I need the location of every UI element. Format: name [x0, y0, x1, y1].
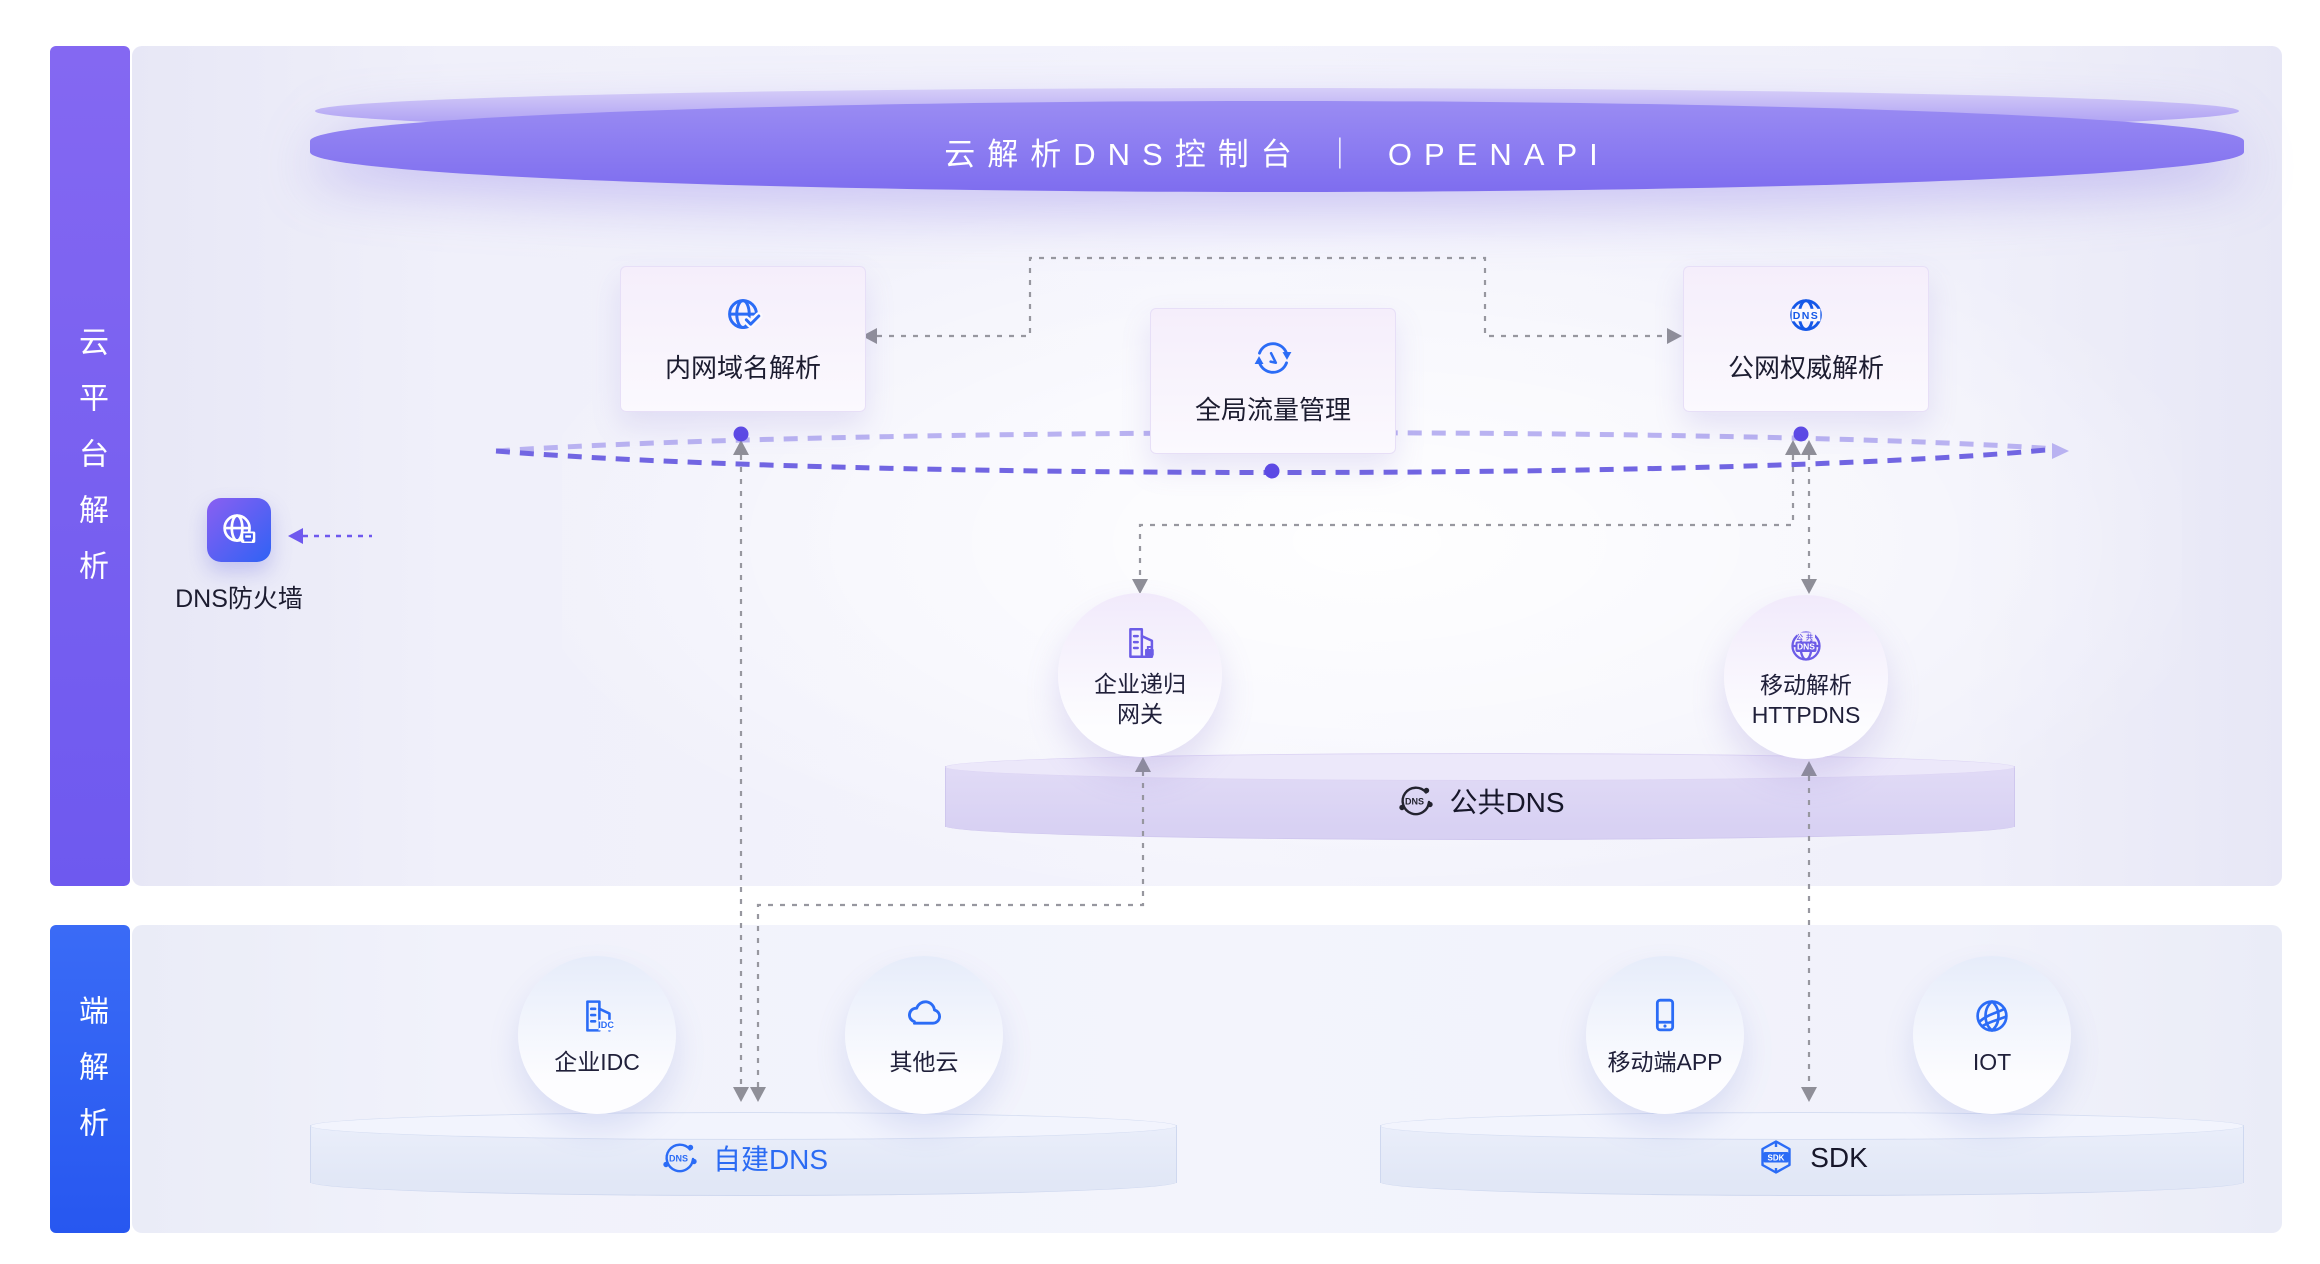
- iot-globe-icon: [1976, 1000, 2008, 1032]
- svg-text:DNS: DNS: [1793, 310, 1820, 322]
- svg-text:DNS: DNS: [1797, 642, 1815, 652]
- enterprise-idc-circle: IDC 企业IDC: [518, 956, 676, 1114]
- sidebar-edge-resolution: 端解析: [50, 925, 130, 1233]
- iot-circle: IOT: [1913, 956, 2071, 1114]
- self-dns-bar-label: 自建DNS: [712, 1144, 829, 1175]
- dns-ring-blue-icon: DNS: [663, 1143, 697, 1173]
- mobile-app-label: 移动端APP: [1607, 1049, 1723, 1075]
- sdk-bar-label-group: SDK SDK: [1380, 1112, 2244, 1196]
- mobile-app-circle: 移动端APP: [1586, 956, 1744, 1114]
- sdk-bar: SDK SDK: [1380, 1112, 2244, 1196]
- httpdns-label-line2: HTTPDNS: [1751, 702, 1861, 728]
- recursive-gateway-label-line2: 网关: [1117, 701, 1163, 727]
- dns-firewall-label: DNS防火墙: [175, 585, 303, 613]
- public-dns-bar-label-group: DNS 公共DNS: [945, 753, 2015, 840]
- httpdns-circle: 公共 DNS 移动解析 HTTPDNS: [1724, 595, 1888, 759]
- internal-dns-box-label: 内网域名解析: [664, 353, 821, 383]
- traffic-cycle-icon: [1254, 342, 1292, 374]
- banner-body: [310, 101, 2244, 192]
- recursive-gateway-label-line1: 企业递归: [1094, 671, 1186, 697]
- dns-firewall-icon: [207, 498, 271, 562]
- self-built-dns-bar: DNS 自建DNS: [310, 1112, 1177, 1196]
- sidebar-cloud-platform-label: 云平台解析: [74, 326, 107, 606]
- public-dns-box: DNS 公网权威解析: [1683, 266, 1929, 412]
- dns-ring-icon: DNS: [1399, 786, 1434, 815]
- svg-text:DNS: DNS: [1405, 796, 1424, 806]
- idc-building-icon: IDC: [586, 1000, 614, 1032]
- sdk-hexagon-icon: SDK: [1761, 1140, 1791, 1174]
- public-dns-bar-label: 公共DNS: [1449, 786, 1565, 818]
- sidebar-edge-label: 端解析: [74, 995, 107, 1163]
- other-cloud-circle: 其他云: [845, 956, 1003, 1114]
- console-banner: 云解析DNS控制台 ｜ OPENAPI: [310, 88, 2244, 192]
- public-dns-bar: DNS 公共DNS: [945, 753, 2015, 840]
- public-dns-globe-icon: 公共 DNS: [1791, 631, 1821, 661]
- public-dns-box-label: 公网权威解析: [1727, 353, 1884, 383]
- other-cloud-label: 其他云: [889, 1049, 959, 1075]
- sdk-bar-top: [1380, 1112, 2244, 1140]
- globe-dns-icon: DNS: [1790, 299, 1822, 331]
- banner-title: 云解析DNS控制台 ｜ OPENAPI: [944, 136, 1610, 172]
- internal-dns-box: 内网域名解析: [620, 266, 866, 412]
- svg-text:DNS: DNS: [669, 1154, 688, 1164]
- iot-label: IOT: [1972, 1049, 2012, 1075]
- svg-text:IDC: IDC: [598, 1020, 614, 1030]
- enterprise-idc-label: 企业IDC: [554, 1049, 640, 1075]
- self-dns-bar-top: [310, 1112, 1177, 1140]
- firewall-globe-icon: [223, 514, 256, 543]
- cloud-icon: [908, 1000, 941, 1025]
- enterprise-building-icon: [1129, 628, 1154, 658]
- gtm-box-label: 全局流量管理: [1194, 395, 1351, 425]
- self-dns-bar-label-group: DNS 自建DNS: [310, 1112, 1177, 1196]
- svg-text:SDK: SDK: [1768, 1153, 1785, 1162]
- sidebar-cloud-platform-resolution: 云平台解析: [50, 46, 130, 886]
- svg-text:公共: 公共: [1796, 633, 1816, 642]
- httpdns-label-line1: 移动解析: [1760, 672, 1852, 698]
- recursive-gateway-circle: 企业递归 网关: [1058, 593, 1222, 757]
- gtm-box: 全局流量管理: [1150, 308, 1396, 454]
- smartphone-icon: [1655, 998, 1675, 1032]
- sdk-bar-label: SDK: [1810, 1142, 1868, 1173]
- globe-check-icon: [728, 299, 763, 329]
